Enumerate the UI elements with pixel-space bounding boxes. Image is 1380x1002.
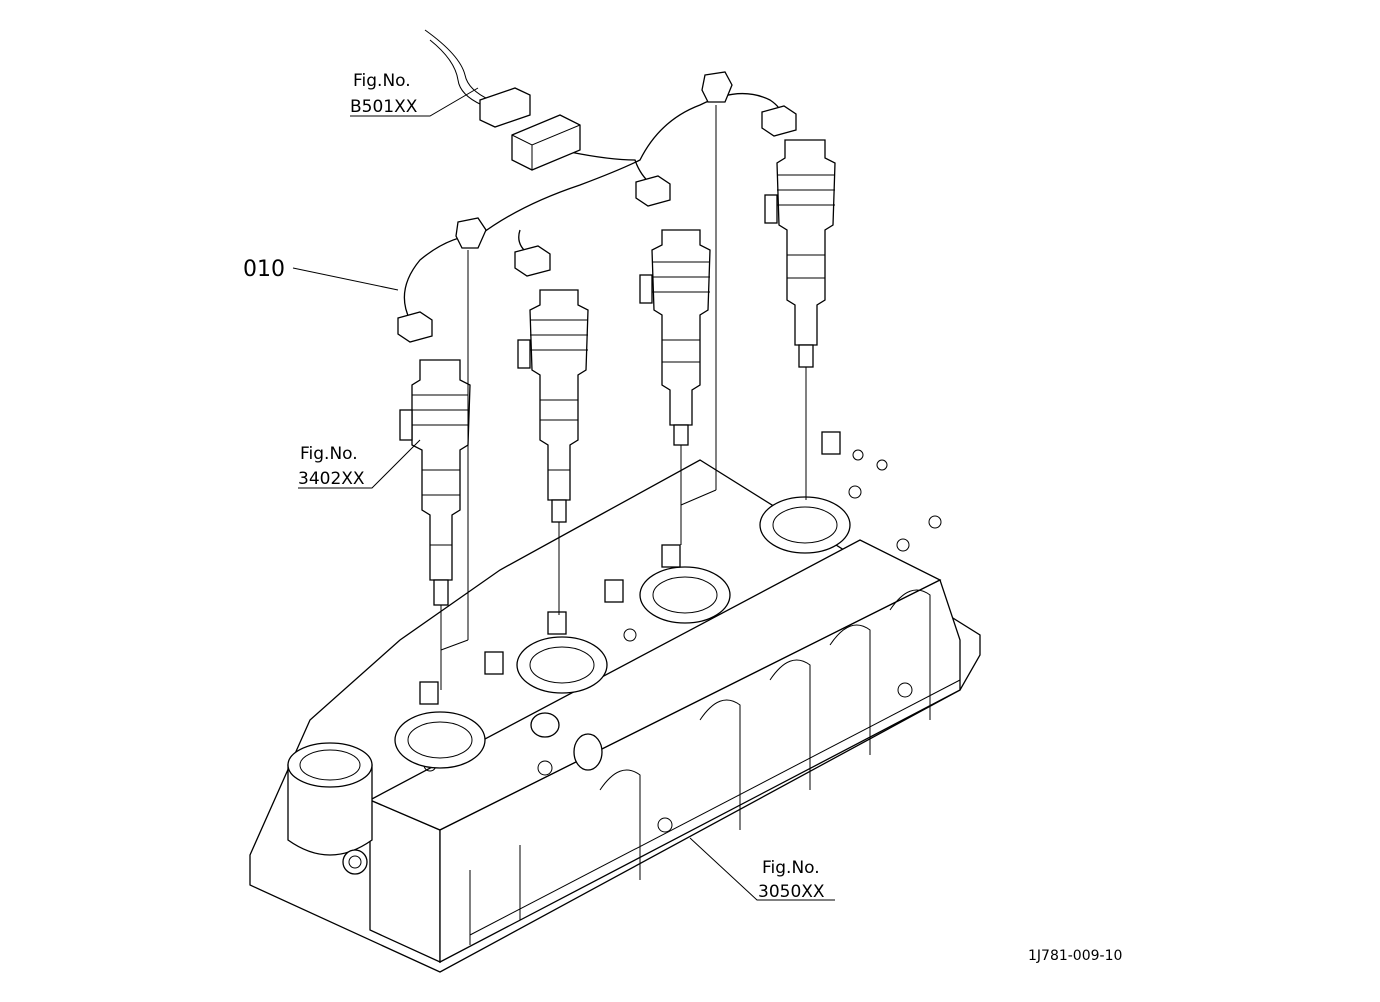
leader-3050xx xyxy=(689,837,835,901)
ref-3050xx-line2: 3050XX xyxy=(758,882,825,902)
leader-010 xyxy=(292,267,399,291)
injector-4 xyxy=(764,139,836,500)
injector-1 xyxy=(399,359,471,690)
leader-3402xx xyxy=(298,439,421,489)
injector-port-1 xyxy=(394,711,486,769)
external-harness xyxy=(424,29,531,128)
harness-main-connector xyxy=(511,114,581,171)
injector-port-3 xyxy=(639,566,731,624)
ref-3050xx-line1: Fig.No. xyxy=(762,858,820,878)
cylinder-head-cover xyxy=(249,431,981,973)
ref-3402xx-line2: 3402XX xyxy=(298,469,365,489)
ref-b501xx-line2: B501XX xyxy=(350,97,418,117)
part-number-010: 010 xyxy=(243,257,285,282)
ref-3402xx-line1: Fig.No. xyxy=(300,444,358,464)
injector-port-4 xyxy=(759,496,851,554)
injector-port-2 xyxy=(516,636,608,694)
injector-2 xyxy=(517,289,589,615)
drawing-id: 1J781-009-10 xyxy=(1028,948,1122,964)
leader-b501xx xyxy=(350,87,479,117)
injector-3 xyxy=(639,229,711,545)
ref-b501xx-line1: Fig.No. xyxy=(353,71,411,91)
injector-harness xyxy=(397,71,797,651)
